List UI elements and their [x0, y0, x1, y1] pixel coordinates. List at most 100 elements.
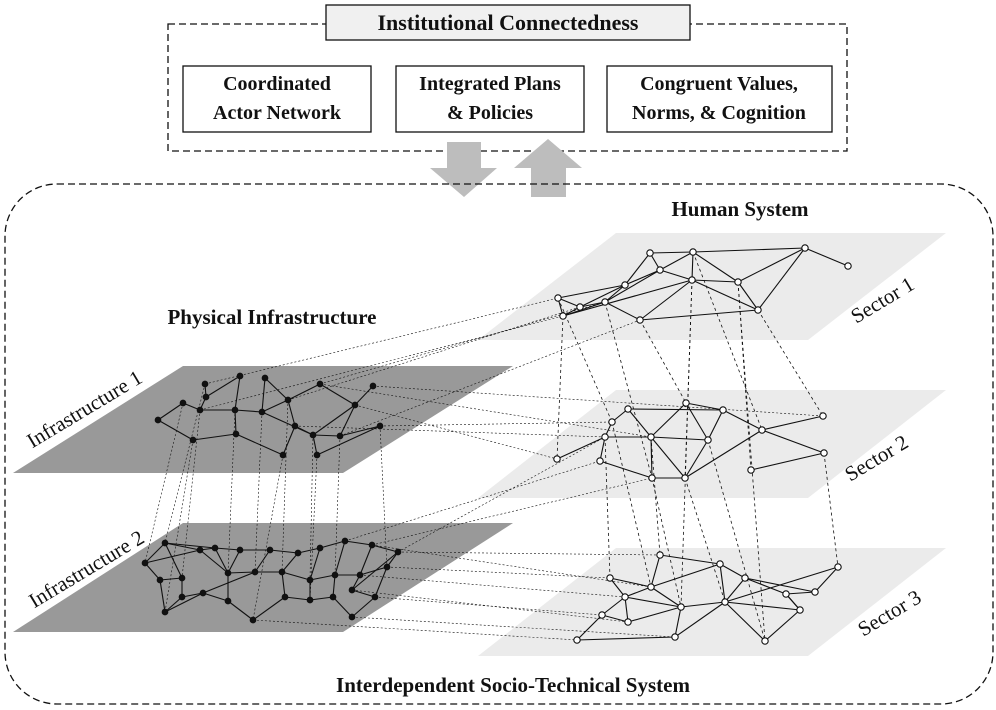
- infra1-edge: [287, 399, 296, 427]
- sector3-edge: [724, 601, 766, 642]
- interlayer-link: [379, 425, 388, 568]
- infra2-node: [224, 569, 232, 577]
- sector1-node: [559, 312, 567, 320]
- infra2-node: [196, 546, 204, 554]
- sector-link: [639, 319, 687, 404]
- infra2-edge: [334, 540, 346, 576]
- sector3-node: [606, 574, 614, 582]
- sector1-node: [689, 248, 697, 256]
- sector2-node: [608, 418, 616, 426]
- infra2-edge: [159, 579, 166, 613]
- infra1-node: [236, 372, 244, 380]
- infra1-edge: [316, 425, 381, 456]
- infra1-edge: [192, 433, 237, 441]
- infra2-node: [348, 586, 356, 594]
- sector3-node: [834, 563, 842, 571]
- interlayer-link: [379, 421, 613, 427]
- integrated-plans-line2: & Policies: [447, 102, 533, 124]
- sector1-node: [601, 298, 609, 306]
- sector1-edge: [692, 247, 806, 253]
- sector3-edge: [764, 609, 801, 642]
- infra1-edge: [261, 399, 289, 413]
- sector-2-plane: [478, 390, 946, 498]
- sector1-edge: [562, 279, 693, 317]
- sector2-edge: [684, 439, 709, 479]
- sector-link: [604, 301, 653, 479]
- infra2-edge: [144, 549, 201, 564]
- sector1-edge: [624, 269, 661, 286]
- sector3-node: [782, 590, 790, 598]
- sector2-edge: [556, 436, 606, 460]
- congruent-values-box: [606, 65, 833, 133]
- sector3-edge: [724, 577, 746, 603]
- infra2-node: [331, 571, 339, 579]
- network-nodes: [141, 244, 852, 645]
- infra1-node: [196, 406, 204, 414]
- sector1-node: [554, 294, 562, 302]
- sector1-edge: [659, 269, 693, 281]
- sector2-edge: [761, 429, 825, 454]
- infra1-node: [309, 431, 317, 439]
- sector1-node: [636, 316, 644, 324]
- infra2-node: [236, 546, 244, 554]
- sector2-node: [601, 433, 609, 441]
- infra1-node: [201, 380, 209, 388]
- infra2-node: [199, 589, 207, 597]
- sector1-edge: [557, 284, 626, 299]
- infra1-node: [369, 382, 377, 390]
- integrated-plans-box: [395, 65, 585, 133]
- institutional-title: Institutional Connectedness: [378, 10, 639, 35]
- infra1-edge: [312, 434, 341, 437]
- up-arrow: [514, 139, 582, 197]
- infra2-node: [266, 546, 274, 554]
- congruent-values-line2: Norms, & Cognition: [632, 102, 806, 124]
- infra2-edge: [351, 551, 399, 591]
- infra2-node: [348, 613, 356, 621]
- sector2-edge: [599, 436, 606, 462]
- infra2-edge: [371, 544, 399, 553]
- sector2-edge: [707, 409, 724, 441]
- sector1-edge: [604, 269, 661, 303]
- infra1-edge: [264, 377, 289, 401]
- sector3-node: [811, 588, 819, 596]
- sector-link: [823, 452, 839, 568]
- sector-link: [651, 477, 682, 608]
- infra2-edge: [281, 552, 299, 573]
- infra2-edge: [227, 549, 241, 574]
- sector-link: [650, 436, 661, 556]
- interlayer-link: [372, 385, 824, 417]
- sector3-edge: [680, 601, 726, 608]
- infra2-edge: [181, 592, 204, 598]
- infra2-edge: [227, 600, 254, 621]
- infra1-edge: [282, 425, 296, 456]
- interlayer-link: [164, 439, 194, 613]
- sector2-edge: [650, 436, 653, 479]
- sector3-node: [671, 633, 679, 641]
- human-system-title: Human System: [671, 197, 809, 221]
- infra2-node: [341, 537, 349, 545]
- sector1-edge: [737, 247, 806, 283]
- infra2-node: [316, 544, 324, 552]
- infra2-edge: [319, 540, 346, 549]
- sector1-edge: [691, 251, 694, 281]
- infra2-edge: [281, 571, 311, 581]
- sector1-node: [844, 262, 852, 270]
- sector1-edge: [624, 252, 651, 286]
- sector3-node: [624, 618, 632, 626]
- sector2-edge: [722, 409, 763, 431]
- sector3-node: [716, 560, 724, 568]
- sector2-node: [819, 412, 827, 420]
- infra1-edge: [339, 425, 381, 437]
- infra1-edge: [205, 375, 241, 398]
- sector1-edge: [579, 284, 626, 308]
- infra2-edge: [254, 549, 271, 573]
- sector3-node: [598, 611, 606, 619]
- sector3-edge: [724, 601, 801, 611]
- sector3-edge: [624, 586, 652, 598]
- physical-infrastructure-title: Physical Infrastructure: [167, 305, 376, 329]
- infra2-node: [278, 568, 286, 576]
- infra2-edge: [252, 596, 286, 621]
- sector2-edge: [761, 415, 824, 431]
- infra2-edge: [214, 547, 241, 551]
- sector2-node: [553, 455, 561, 463]
